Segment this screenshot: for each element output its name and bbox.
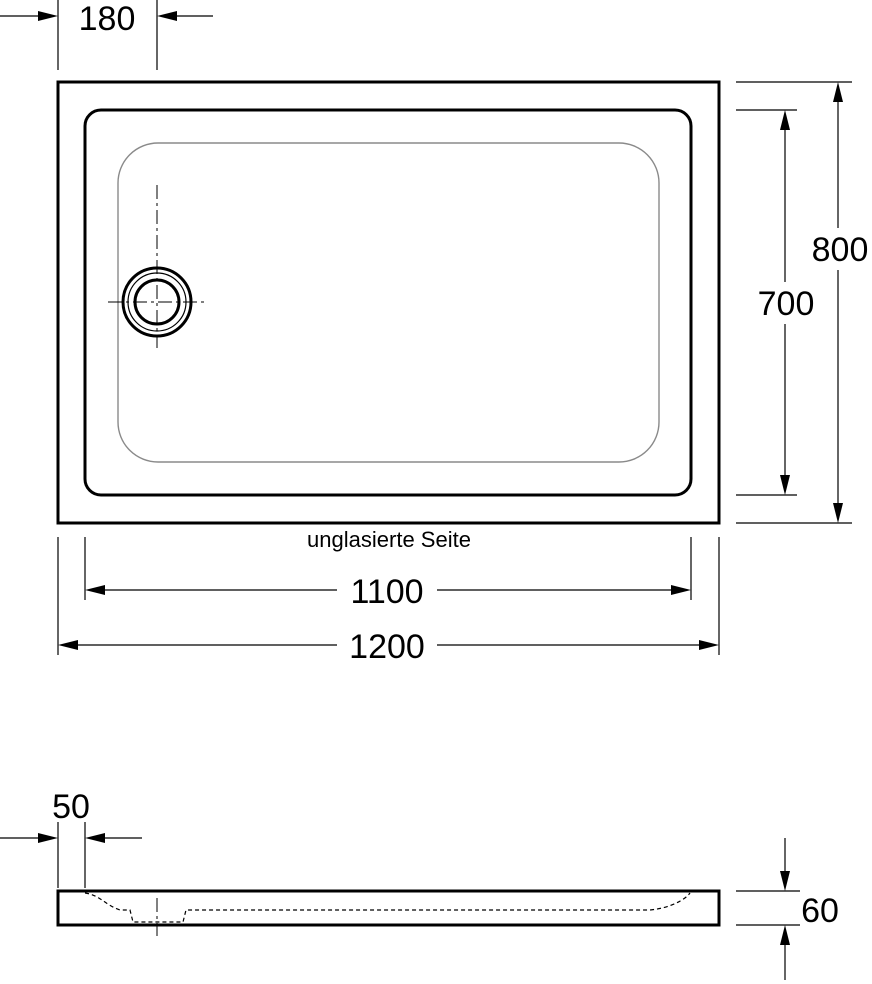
dimension-drain-offset: 180 (0, 0, 213, 70)
dimension-height: 60 (736, 838, 839, 980)
dim-label-50: 50 (52, 788, 90, 826)
tray-inner-rim (83, 108, 693, 497)
dim-label-60: 60 (801, 892, 839, 930)
dim-label-180: 180 (79, 0, 136, 38)
dimension-inner-depth: 700 (736, 109, 824, 496)
dimension-outer-depth: 800 (736, 81, 872, 524)
dimension-outer-width: 1200 (57, 537, 720, 666)
dim-label-1200: 1200 (349, 628, 425, 666)
dimension-inner-width: 1100 (84, 537, 692, 611)
tray-outer-outline (56, 80, 721, 525)
tray-floor-outline (117, 142, 660, 463)
dim-label-800: 800 (812, 231, 869, 269)
drain-symbol (108, 185, 205, 348)
top-view: 180 800 700 unglasierte Seite (0, 0, 872, 666)
dimension-rim-width: 50 (0, 788, 142, 888)
side-view: 50 60 (0, 788, 839, 980)
tray-side-outline (56, 889, 721, 927)
unglazed-side-note: unglasierte Seite (307, 527, 471, 552)
dim-label-1100: 1100 (350, 573, 423, 611)
tray-hidden-profile (84, 892, 691, 923)
dim-label-700: 700 (758, 285, 815, 323)
